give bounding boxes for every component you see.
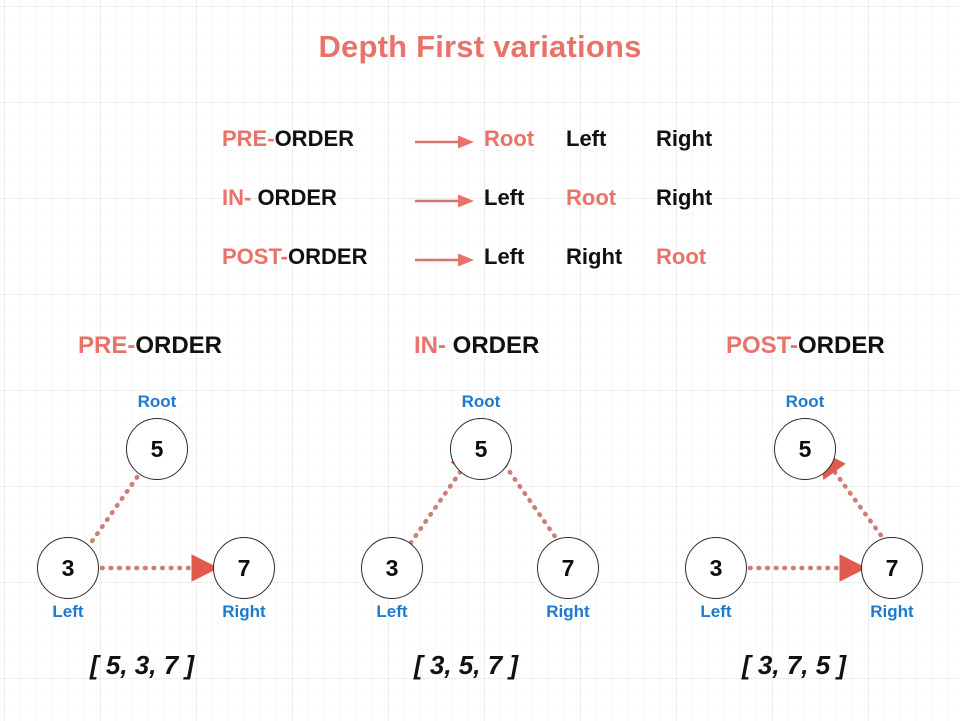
tree-node-value: 7 <box>885 554 899 581</box>
tree-node-value: 3 <box>709 554 723 581</box>
section-heading-prefix: PRE- <box>78 332 136 359</box>
tree-node-label-right: Right <box>546 602 590 621</box>
tree-diagram-pre-order: 5 Root 3 Left 7 Right <box>10 386 310 636</box>
legend-seq-item: Left <box>484 185 525 210</box>
right-arrow-icon <box>415 194 474 208</box>
legend-seq-item: Root <box>484 126 535 151</box>
legend-name-suffix: ORDER <box>251 185 337 210</box>
tree-node-value: 5 <box>474 435 488 462</box>
tree-node-value: 3 <box>61 554 75 581</box>
legend-seq-item: Left <box>484 244 525 269</box>
legend-seq-item: Root <box>566 185 617 210</box>
section-heading-prefix: POST- <box>726 332 799 359</box>
tree-node-label-root: Root <box>785 392 825 411</box>
result-array-pre-order: [ 5, 3, 7 ] <box>90 650 195 680</box>
legend-seq-item: Right <box>656 185 713 210</box>
tree-node-label-root: Root <box>461 392 501 411</box>
tree-node-left: 3 <box>37 537 99 599</box>
legend-row-pre-order: PRE-ORDER Root Left Right <box>0 126 960 160</box>
tree-node-root: 5 <box>774 418 836 480</box>
legend-name-prefix: PRE- <box>222 126 275 151</box>
tree-node-label-left: Left <box>376 602 408 621</box>
tree-node-label-left: Left <box>700 602 732 621</box>
legend-row-in-order: IN- ORDER Left Root Right <box>0 185 960 219</box>
section-heading-suffix: ORDER <box>798 332 885 359</box>
legend-row-post-order: POST-ORDER Left Right Root <box>0 244 960 278</box>
tree-node-right: 7 <box>213 537 275 599</box>
tree-diagram-in-order: 5 Root 3 Left 7 Right <box>334 386 634 636</box>
result-array-in-order: [ 3, 5, 7 ] <box>414 650 519 680</box>
legend-sequence-in-order: Left Root Right <box>484 185 814 215</box>
result-array-post-order: [ 3, 7, 5 ] <box>742 650 847 680</box>
legend-seq-item: Left <box>566 126 607 151</box>
legend-name-post-order: POST-ORDER <box>222 244 367 270</box>
tree-node-value: 7 <box>237 554 251 581</box>
tree-node-value: 5 <box>798 435 812 462</box>
tree-node-label-right: Right <box>870 602 914 621</box>
tree-node-right: 7 <box>537 537 599 599</box>
page-title: Depth First variations <box>318 29 642 64</box>
legend-sequence-post-order: Left Right Root <box>484 244 814 274</box>
tree-node-label-right: Right <box>222 602 266 621</box>
tree-node-root: 5 <box>450 418 512 480</box>
legend-name-pre-order: PRE-ORDER <box>222 126 354 152</box>
tree-node-value: 3 <box>385 554 399 581</box>
legend-sequence-pre-order: Root Left Right <box>484 126 814 156</box>
section-heading-post-order: POST-ORDER <box>726 332 885 360</box>
tree-node-value: 5 <box>150 435 164 462</box>
legend-seq-item: Root <box>656 244 707 269</box>
tree-node-right: 7 <box>861 537 923 599</box>
tree-node-left: 3 <box>361 537 423 599</box>
legend-seq-item: Right <box>566 244 623 269</box>
right-arrow-icon <box>415 253 474 267</box>
section-heading-pre-order: PRE-ORDER <box>78 332 222 360</box>
tree-node-left: 3 <box>685 537 747 599</box>
tree-node-label-root: Root <box>137 392 177 411</box>
section-heading-suffix: ORDER <box>446 332 540 359</box>
tree-diagram-post-order: 5 Root 3 Left 7 Right <box>658 386 958 636</box>
legend-name-suffix: ORDER <box>288 244 368 269</box>
legend-seq-item: Right <box>656 126 713 151</box>
tree-node-value: 7 <box>561 554 575 581</box>
legend-name-in-order: IN- ORDER <box>222 185 337 211</box>
legend-name-prefix: POST- <box>222 244 289 269</box>
section-heading-in-order: IN- ORDER <box>414 332 539 360</box>
section-heading-prefix: IN- <box>414 332 446 359</box>
legend-name-prefix: IN- <box>222 185 252 210</box>
legend-name-suffix: ORDER <box>274 126 355 151</box>
tree-node-root: 5 <box>126 418 188 480</box>
section-heading-suffix: ORDER <box>135 332 223 359</box>
right-arrow-icon <box>415 135 474 149</box>
tree-node-label-left: Left <box>52 602 84 621</box>
